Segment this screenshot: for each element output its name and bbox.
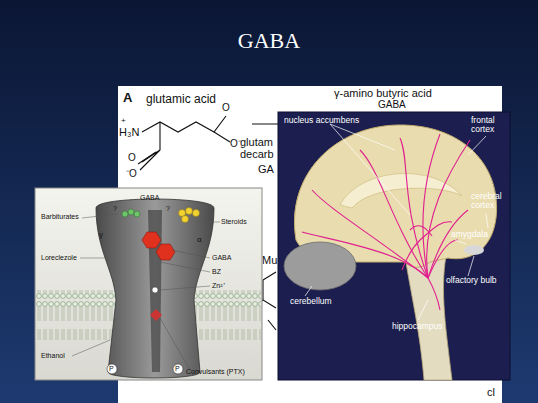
leader-lines: [72, 214, 220, 370]
atom-label: O: [222, 102, 230, 113]
corpus-callosum: [340, 174, 462, 208]
olfactory-bulb-shape: [464, 245, 484, 255]
drug-label: Loreclezole: [41, 254, 77, 262]
channel-body: [96, 199, 214, 378]
region-label: hippocampus: [392, 322, 443, 331]
site-label: BZ: [212, 268, 221, 276]
barbiturate-site: [122, 209, 140, 217]
drug-label: Barbiturates: [41, 213, 79, 221]
enzyme-name: decarb: [240, 148, 274, 160]
gaba-site: [142, 232, 175, 260]
region-label: cerebral cortex: [471, 192, 509, 211]
zinc-site: [152, 287, 158, 293]
panel-background: [35, 188, 262, 380]
phosphate-label: P: [175, 365, 180, 373]
enzyme-name: glutam: [240, 136, 273, 148]
convulsant-site: [150, 309, 162, 321]
compound-name: GA: [258, 163, 274, 175]
brainstem: [405, 256, 452, 380]
compound-name: Mu: [262, 254, 277, 266]
compound-name: γ-amino butyric acid: [334, 87, 432, 99]
region-label: nucleus accumbens: [284, 116, 359, 125]
region-label: olfactory bulb: [446, 276, 497, 285]
atom-label: ⁻O: [126, 168, 137, 179]
atom-label: H₃N: [119, 126, 139, 138]
phosphate-label: P: [109, 365, 114, 373]
subunit-label: α: [197, 236, 202, 245]
compound-name: cl: [487, 386, 495, 398]
region-label: amygdala: [451, 230, 488, 239]
slide-title: GABA: [0, 28, 538, 54]
site-label: ?: [113, 205, 117, 213]
gaba-pathways: [302, 134, 470, 310]
charge-label: +: [121, 117, 126, 126]
site-label: GABA: [212, 254, 231, 262]
region-label: cerebellum: [290, 297, 332, 306]
compound-name: GABA: [378, 99, 406, 110]
atom-label: O: [128, 152, 136, 163]
drug-label: Ethanol: [41, 352, 65, 360]
site-label: ?: [166, 205, 170, 213]
site-label: GABA: [140, 194, 159, 202]
cerebellum-shape: [284, 242, 356, 290]
drug-label: Convulsants (PTX): [186, 368, 245, 376]
panel-letter: A: [123, 91, 132, 105]
leader-lines: [305, 124, 488, 320]
steroid-site: [179, 208, 200, 223]
subunit-label: γ: [99, 231, 103, 240]
atom-label: O⁻: [230, 138, 241, 149]
compound-name: glutamic acid: [146, 93, 216, 106]
drug-label: Steroids: [221, 218, 247, 226]
site-label: Zn²⁺: [212, 282, 225, 290]
phosphorylation-site: [107, 364, 183, 374]
panel-background: [278, 112, 510, 380]
region-label: frontal cortex: [471, 116, 509, 135]
